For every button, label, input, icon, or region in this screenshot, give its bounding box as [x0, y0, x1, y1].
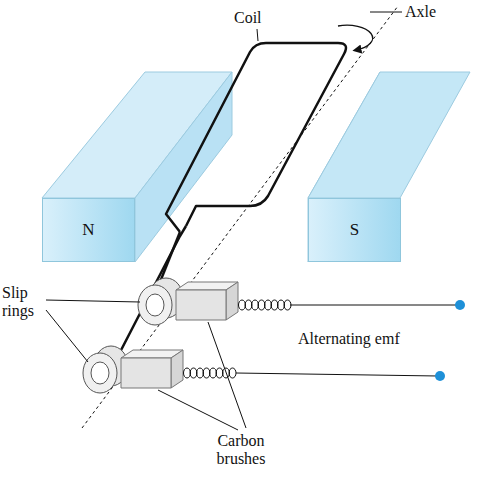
spring-turn [216, 368, 223, 378]
spring-turn [252, 300, 259, 310]
output-wire [236, 373, 438, 376]
magnet-top [308, 72, 470, 198]
leader-line [208, 322, 246, 428]
terminal-dot [435, 371, 445, 381]
spring [184, 300, 292, 378]
leader-line [370, 12, 402, 13]
part-label: Coil [234, 9, 262, 27]
part-label: Slip rings [2, 284, 46, 321]
carbon-brush [176, 290, 226, 320]
spring-turn [265, 300, 272, 310]
leader-line [158, 390, 238, 430]
carbon-brush [121, 358, 171, 388]
terminal-dot [455, 300, 465, 310]
magnet-side [135, 72, 232, 262]
slip-ring [83, 353, 117, 393]
magnet-pole: S [308, 198, 401, 262]
spring-turn [271, 300, 278, 310]
spring-turn [190, 368, 197, 378]
slip-ring [91, 362, 109, 384]
output-wire [290, 305, 458, 306]
carbon-brush [226, 282, 238, 320]
carbon-brush [171, 350, 183, 388]
part-label: Axle [405, 3, 436, 21]
pole-letter: N [82, 220, 94, 240]
part-label: Carbon brushes [206, 432, 276, 469]
slip-ring [146, 294, 164, 316]
spring-turn [278, 300, 285, 310]
spring-turn [229, 368, 236, 378]
leader-line [257, 29, 258, 41]
output-label: Alternating emf [298, 330, 400, 348]
spring-turn [245, 300, 252, 310]
slip-ring [138, 285, 172, 325]
rotation-arrow [338, 25, 373, 50]
spring-turn [197, 368, 204, 378]
spring-turn [210, 368, 217, 378]
spring-turn [203, 368, 210, 378]
magnet-pole: N [42, 198, 135, 262]
spring-turn [258, 300, 265, 310]
spring-turn [239, 300, 246, 310]
spring-turn [184, 368, 191, 378]
pole-letter: S [350, 220, 359, 240]
leader-line [46, 300, 140, 302]
leader-line [46, 310, 88, 362]
spring-turn [284, 300, 291, 310]
